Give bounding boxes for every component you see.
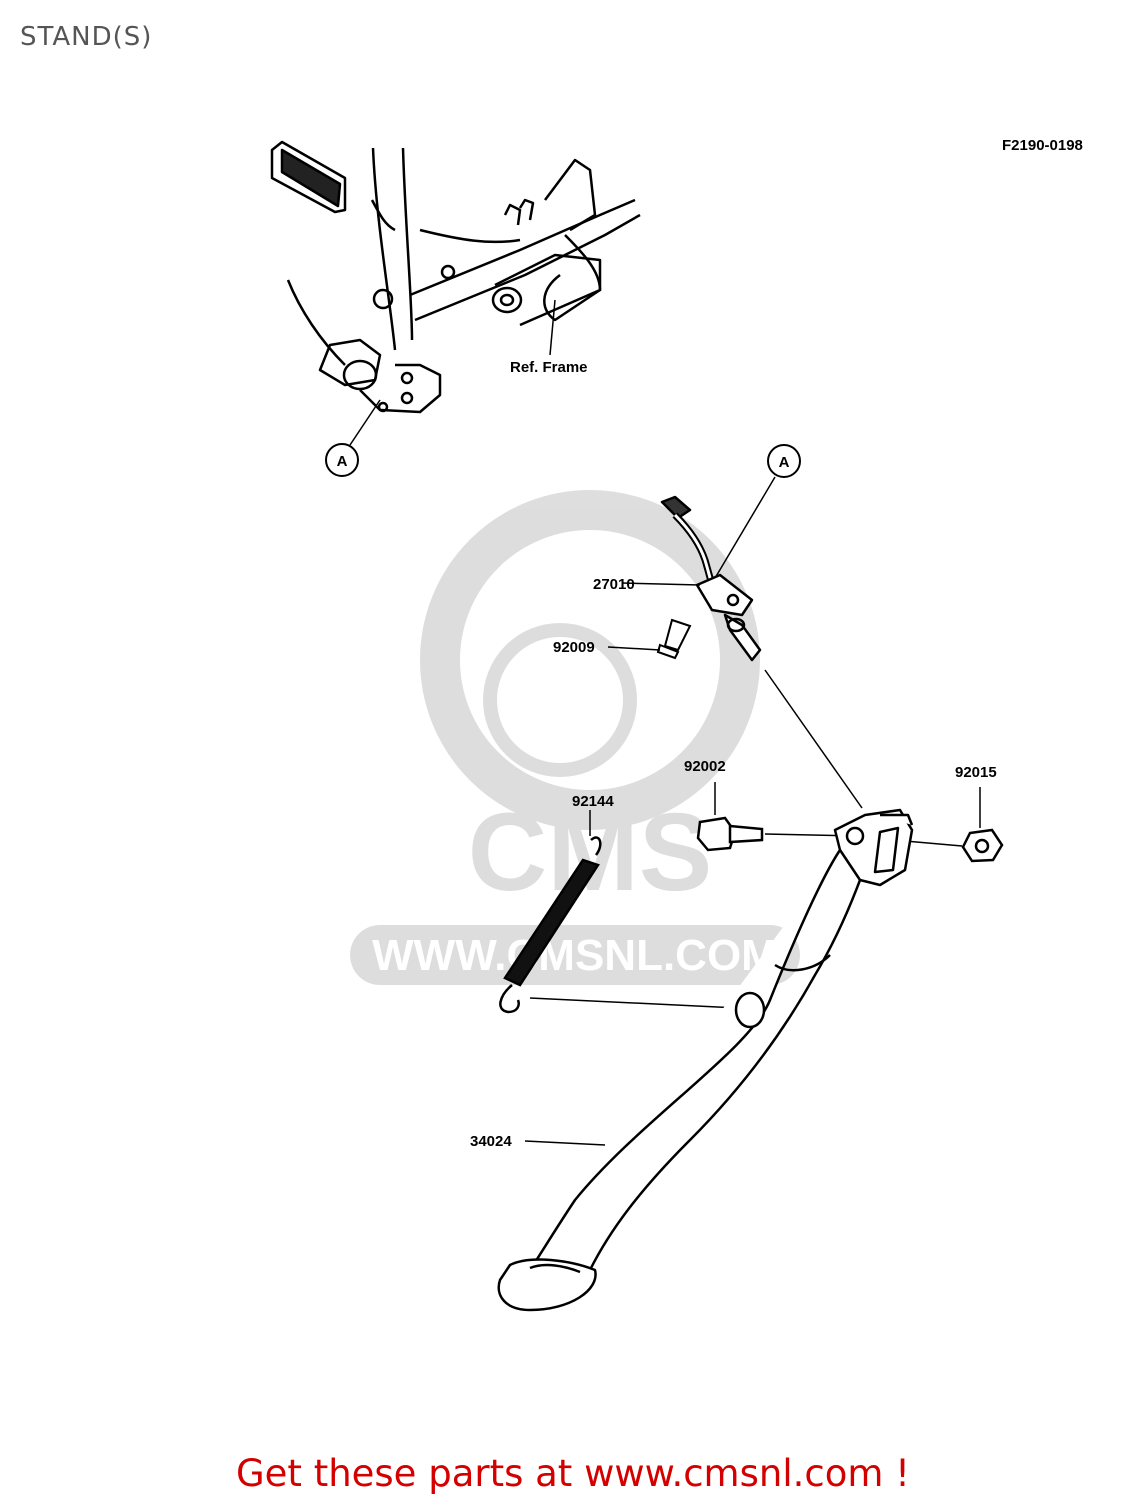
part-27010-label: 27010 [593, 576, 635, 593]
pivot-nut [961, 828, 1004, 863]
page-title: STAND(S) [20, 22, 153, 52]
stand-spring [499, 836, 602, 1014]
side-stand [497, 808, 914, 1312]
ref-frame-label: Ref. Frame [510, 359, 588, 376]
part-92015-label: 92015 [955, 764, 997, 781]
svg-text:A: A [337, 453, 348, 470]
cms-watermark: CMS WWW.CMSNL.COM [350, 490, 800, 985]
part-92002-label: 92002 [684, 758, 726, 775]
detail-marker-a-top: A [325, 443, 359, 477]
svg-text:A: A [779, 454, 790, 471]
part-92009-label: 92009 [553, 639, 595, 656]
figure-code: F2190-0198 [1002, 137, 1083, 154]
part-34024-label: 34024 [470, 1133, 512, 1150]
side-stand-switch [660, 495, 762, 662]
get-parts-cta[interactable]: Get these parts at www.cmsnl.com ! [235, 1452, 910, 1495]
switch-screw [656, 618, 692, 660]
pivot-bolt [696, 816, 764, 852]
watermark-url: WWW.CMSNL.COM [372, 931, 778, 980]
frame-reference-drawing [270, 140, 641, 446]
part-92144-label: 92144 [572, 793, 614, 810]
